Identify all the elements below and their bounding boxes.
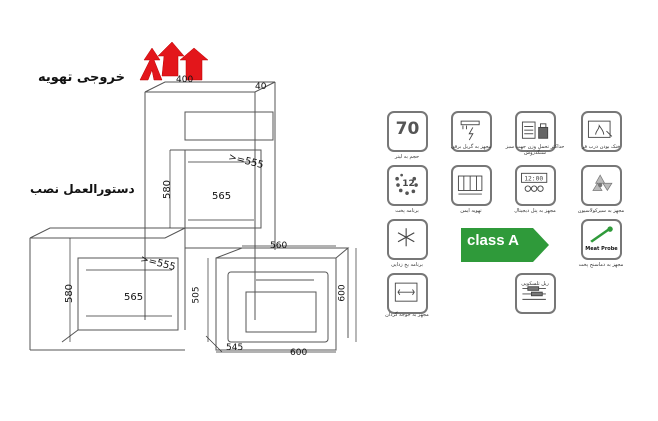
installation-diagram (29, 81, 357, 353)
grill-icon (451, 111, 492, 152)
rack-caption: حداکثر تحمل وزن جهت سبز سنگدروش (505, 144, 565, 156)
grill-caption: مجهز به گریل برقی (450, 144, 492, 150)
energy-class-badge (461, 228, 549, 262)
meat-probe-icon: Meat Probe (581, 219, 622, 260)
door-icon (581, 111, 622, 152)
dim-top-width: 400 (176, 75, 194, 85)
safety-vent-icon (451, 165, 492, 206)
digital-panel-icon: 12:00 (515, 165, 556, 206)
dim-oven-height-left: 505 (191, 286, 202, 304)
defrost-icon (387, 219, 428, 260)
glass-caption: ریل تلسکوپی (521, 281, 549, 287)
defrost-caption: برنامه یخ زدایی (391, 262, 423, 268)
telescopic-rail-icon (515, 273, 556, 314)
safety-caption: تهویه ایمن (460, 208, 482, 214)
dim-oven-top-width: 560 (270, 241, 288, 251)
rack-icon (515, 111, 556, 152)
programs-value: 12 (402, 179, 415, 189)
rotisserie-icon (387, 273, 428, 314)
dim-lower-bottom-width: 565 (124, 292, 144, 303)
dim-oven-width: 600 (290, 348, 308, 358)
probe-caption: مجهز به دماسنج پخت (578, 262, 624, 268)
svg-text:12:00: 12:00 (524, 176, 543, 183)
capacity-icon: 70 (387, 111, 428, 152)
capacity-caption: حجم به لیتر (394, 154, 420, 160)
dim-oven-depth: 545 (226, 343, 244, 353)
energy-class-label: class A (467, 232, 519, 249)
door-caption: خنک بودن درب فر (581, 144, 621, 150)
fan-caption: مجهز به سیرکولاسیون (577, 208, 625, 214)
programs-caption: برنامه پخت (395, 208, 419, 214)
dim-top-depth: 40 (255, 82, 267, 92)
vent-arrows-icon (139, 41, 209, 81)
rotisserie-caption: مجهز به جوجه گردان (385, 312, 429, 318)
dim-upper-bottom-width: 565 (212, 191, 232, 202)
meat-probe-label: Meat Probe (585, 246, 618, 252)
capacity-value: 70 (395, 119, 420, 139)
dim-lower-height: 580 (64, 283, 76, 304)
dim-upper-height: 580 (162, 179, 174, 200)
dim-oven-height-right: 600 (337, 284, 348, 302)
install-guide-title: دستورالعمل نصب (30, 182, 135, 196)
vent-exhaust-title: خروجی تهویه (38, 70, 125, 85)
digital-caption: مجهز به پنل دیجیتال (514, 208, 556, 214)
programs-icon: 12 (387, 165, 428, 206)
fan-icon (581, 165, 622, 206)
